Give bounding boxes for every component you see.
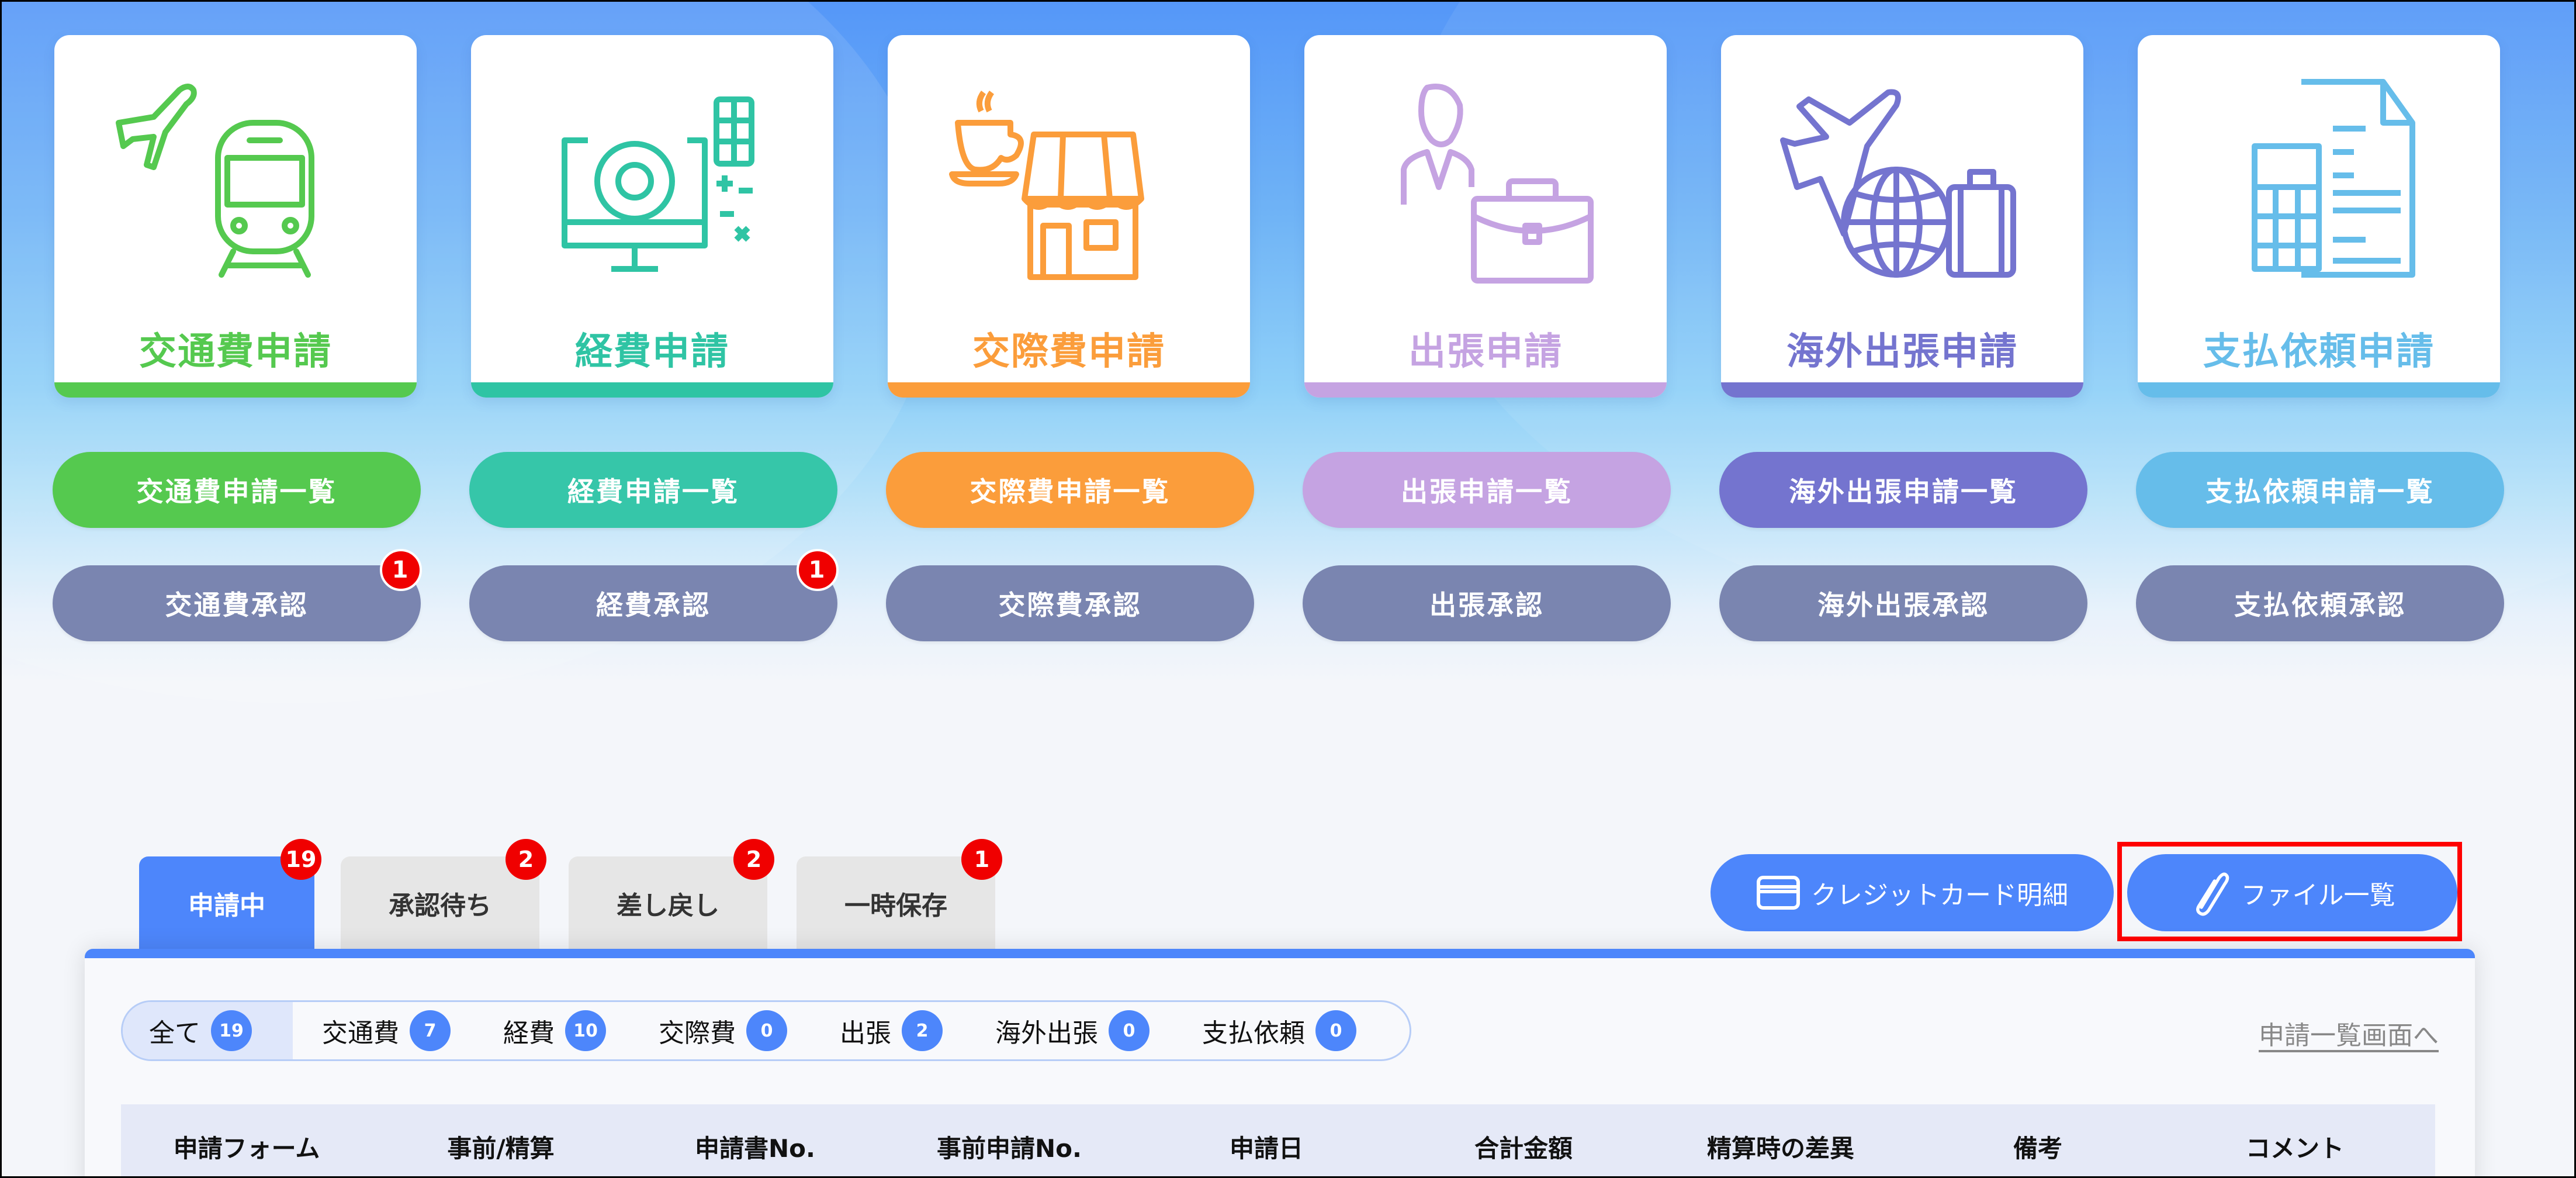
card-title: 支払依頼申請: [2203, 330, 2435, 374]
filter-label: 交通費: [322, 1018, 399, 1048]
card-accent-bar: [888, 382, 1250, 398]
card-title: 交通費申請: [139, 330, 332, 374]
card-overseas-trip-application[interactable]: 海外出張申請: [1721, 35, 2083, 398]
column-header: 申請書No.: [695, 1134, 815, 1163]
card-accent-bar: [2138, 382, 2500, 398]
filter-count: 0: [746, 1010, 787, 1051]
card-accent-bar: [1304, 382, 1667, 398]
business-trip-approval-button[interactable]: 出張承認: [1303, 565, 1671, 641]
credit-card-statement-button[interactable]: クレジットカード明細: [1711, 854, 2114, 931]
category-filter-group: 全て 19 交通費 7 経費 10 交際費 0 出張 2 海外出張 0: [121, 1000, 1411, 1061]
tab-count-badge: 2: [505, 839, 546, 880]
filter-business-trip[interactable]: 出張 2: [787, 1002, 943, 1059]
tab-awaiting-approval[interactable]: 承認待ち 2: [341, 839, 546, 950]
entertainment-approval-button[interactable]: 交際費承認: [886, 565, 1254, 641]
highlight-annotation: [2117, 842, 2462, 941]
card-accent-bar: [54, 382, 417, 398]
overseas-trip-approval-button[interactable]: 海外出張承認: [1719, 565, 2087, 641]
tab-label: 差し戻し: [617, 891, 719, 921]
expense-list-button[interactable]: 経費申請一覧: [469, 452, 837, 528]
button-label: クレジットカード明細: [1811, 880, 2068, 910]
business-trip-list-button[interactable]: 出張申請一覧: [1303, 452, 1671, 528]
card-expense-application[interactable]: 経費申請: [471, 35, 833, 398]
tab-count-badge: 19: [281, 839, 321, 880]
tab-sent-back[interactable]: 差し戻し 2: [569, 839, 774, 950]
tab-draft[interactable]: 一時保存 1: [797, 839, 1002, 950]
button-label: 交通費承認: [165, 589, 309, 621]
calculator-document-icon: [2138, 70, 2500, 292]
businessman-briefcase-icon: [1304, 70, 1667, 292]
list-buttons-row: 交通費申請一覧 経費申請一覧 交際費申請一覧 出張申請一覧 海外出張申請一覧 支…: [53, 452, 2530, 528]
filter-label: 経費: [503, 1018, 555, 1048]
transport-approval-button[interactable]: 交通費承認 1: [53, 549, 422, 641]
filter-overseas-trip[interactable]: 海外出張 0: [943, 1002, 1149, 1059]
payment-request-approval-button[interactable]: 支払依頼承認: [2136, 565, 2504, 641]
card-title: 出張申請: [1408, 330, 1563, 374]
tab-label: 申請中: [188, 891, 265, 921]
filter-count: 19: [211, 1010, 252, 1051]
overseas-trip-list-button[interactable]: 海外出張申請一覧: [1719, 452, 2087, 528]
filter-all[interactable]: 全て 19: [123, 1002, 293, 1059]
column-header: 申請フォーム: [173, 1134, 320, 1163]
column-header: コメント: [2245, 1134, 2344, 1163]
filter-payment-request[interactable]: 支払依頼 0: [1149, 1002, 1356, 1059]
filter-label: 全て: [149, 1018, 200, 1048]
column-header: 合計金額: [1474, 1134, 1573, 1163]
paperclip-icon: [2196, 872, 2229, 916]
application-list-panel: 全て 19 交通費 7 経費 10 交際費 0 出張 2 海外出張 0: [85, 949, 2475, 1176]
application-cards: 交通費申請 経費申請: [54, 35, 2520, 398]
card-payment-request-application[interactable]: 支払依頼申請: [2138, 35, 2500, 398]
approval-buttons-row: 交通費承認 1 経費承認 1 交際費承認 出張承認 海外出張承認 支払依頼承認: [53, 549, 2530, 641]
card-transport-application[interactable]: 交通費申請: [54, 35, 417, 398]
filter-count: 2: [902, 1010, 943, 1051]
tab-label: 承認待ち: [389, 891, 491, 921]
filter-label: 海外出張: [995, 1018, 1098, 1048]
filter-label: 交際費: [659, 1018, 736, 1048]
transport-list-button[interactable]: 交通費申請一覧: [53, 452, 421, 528]
column-header: 精算時の差異: [1706, 1134, 1854, 1163]
entertainment-list-button[interactable]: 交際費申請一覧: [886, 452, 1254, 528]
filter-transport[interactable]: 交通費 7: [293, 1002, 451, 1059]
card-title: 交際費申請: [972, 330, 1165, 374]
column-header: 事前申請No.: [937, 1134, 1082, 1163]
application-list-link[interactable]: 申請一覧画面へ: [2259, 1021, 2439, 1051]
filter-entertainment[interactable]: 交際費 0: [606, 1002, 787, 1059]
card-business-trip-application[interactable]: 出張申請: [1304, 35, 1667, 398]
table-header: 申請フォーム 事前/精算 申請書No. 事前申請No. 申請日 合計金額 精算時…: [121, 1104, 2435, 1176]
filter-count: 10: [565, 1010, 606, 1051]
credit-card-icon: [1757, 876, 1800, 910]
notification-badge: 1: [797, 549, 839, 591]
filter-count: 0: [1315, 1010, 1356, 1051]
button-label: ファイル一覧: [2241, 880, 2395, 910]
notification-badge: 1: [380, 549, 422, 591]
train-plane-icon: [54, 70, 417, 292]
expense-approval-button[interactable]: 経費承認 1: [469, 549, 839, 641]
card-title: 海外出張申請: [1786, 330, 2018, 374]
file-list-button[interactable]: ファイル一覧: [2127, 854, 2457, 931]
filter-expense[interactable]: 経費 10: [451, 1002, 606, 1059]
plane-globe-suitcase-icon: [1721, 70, 2083, 292]
tab-count-badge: 2: [733, 839, 774, 880]
monitor-chart-calculator-icon: [471, 70, 833, 292]
filter-label: 支払依頼: [1202, 1018, 1305, 1048]
column-header: 備考: [2013, 1134, 2062, 1163]
filter-label: 出張: [840, 1018, 891, 1048]
column-header: 事前/精算: [447, 1134, 555, 1163]
column-header: 申請日: [1229, 1134, 1303, 1163]
filter-count: 7: [410, 1010, 451, 1051]
card-entertainment-application[interactable]: 交際費申請: [888, 35, 1250, 398]
card-accent-bar: [471, 382, 833, 398]
button-label: 経費承認: [596, 589, 711, 621]
payment-request-list-button[interactable]: 支払依頼申請一覧: [2136, 452, 2504, 528]
tab-label: 一時保存: [844, 891, 947, 921]
coffee-shop-icon: [888, 70, 1250, 292]
tab-count-badge: 1: [961, 839, 1002, 880]
card-accent-bar: [1721, 382, 2083, 398]
filter-count: 0: [1109, 1010, 1149, 1051]
card-title: 経費申請: [575, 330, 729, 374]
tab-in-application[interactable]: 申請中 19: [139, 839, 321, 950]
